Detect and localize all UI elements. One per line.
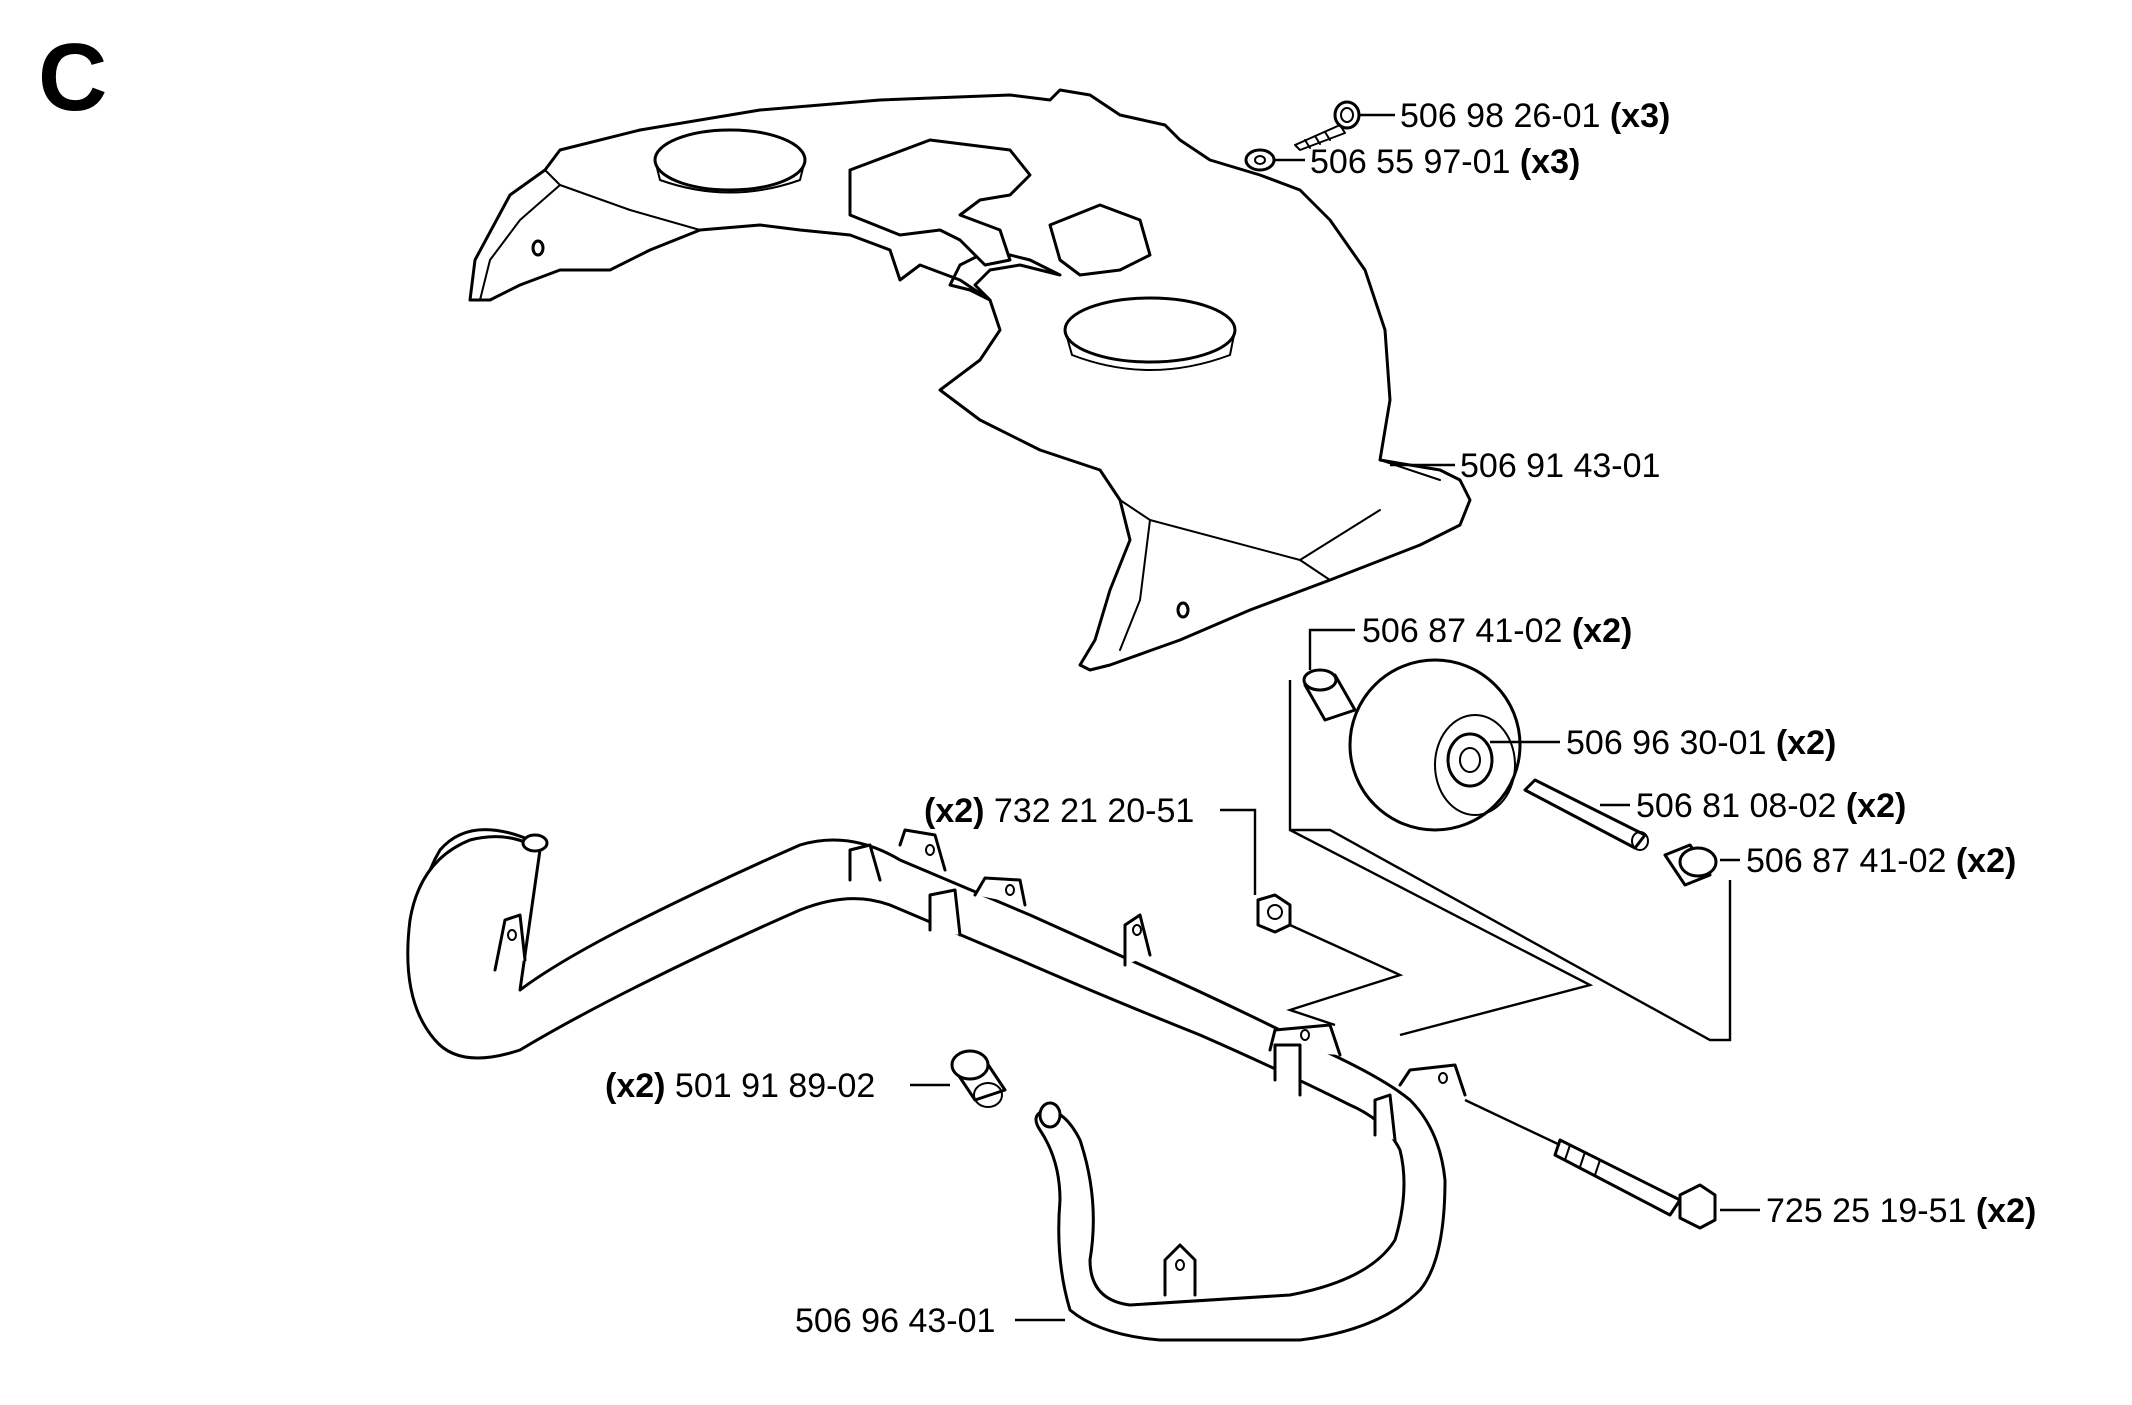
screw-part — [1294, 100, 1361, 151]
label-bolt: 725 25 19-51 (x2) — [1766, 1192, 2036, 1230]
nut-part — [1256, 893, 1292, 934]
label-washer-top: 506 55 97-01 (x3) — [1310, 143, 1580, 181]
label-bushing: (x2) 501 91 89-02 — [605, 1067, 875, 1105]
label-spacer-lower: 506 87 41-02 (x2) — [1746, 842, 2016, 880]
label-nut: (x2) 732 21 20-51 — [924, 792, 1194, 830]
section-letter: C — [38, 24, 107, 131]
label-screw-top: 506 98 26-01 (x3) — [1400, 97, 1670, 135]
label-axle: 506 81 08-02 (x2) — [1636, 787, 1906, 825]
wheel-part — [1348, 658, 1522, 832]
label-wheel: 506 96 30-01 (x2) — [1566, 724, 1836, 762]
washer-part — [1244, 148, 1276, 172]
bushing-part — [950, 1049, 1007, 1108]
label-cover: 506 91 43-01 — [1460, 447, 1660, 485]
axle-part — [1523, 778, 1649, 851]
bolt-part — [1553, 1138, 1717, 1230]
label-spacer-upper: 506 87 41-02 (x2) — [1362, 612, 1632, 650]
label-bumper: 506 96 43-01 — [795, 1302, 995, 1340]
cover-part — [468, 88, 1472, 672]
spacer-upper-part — [1302, 668, 1357, 722]
bumper-part — [406, 828, 1467, 1342]
part-labels: 506 98 26-01 (x3) 506 55 97-01 (x3) 506 … — [605, 97, 2036, 1340]
leader-lines — [910, 113, 1760, 1322]
spacer-lower-part — [1663, 843, 1718, 887]
